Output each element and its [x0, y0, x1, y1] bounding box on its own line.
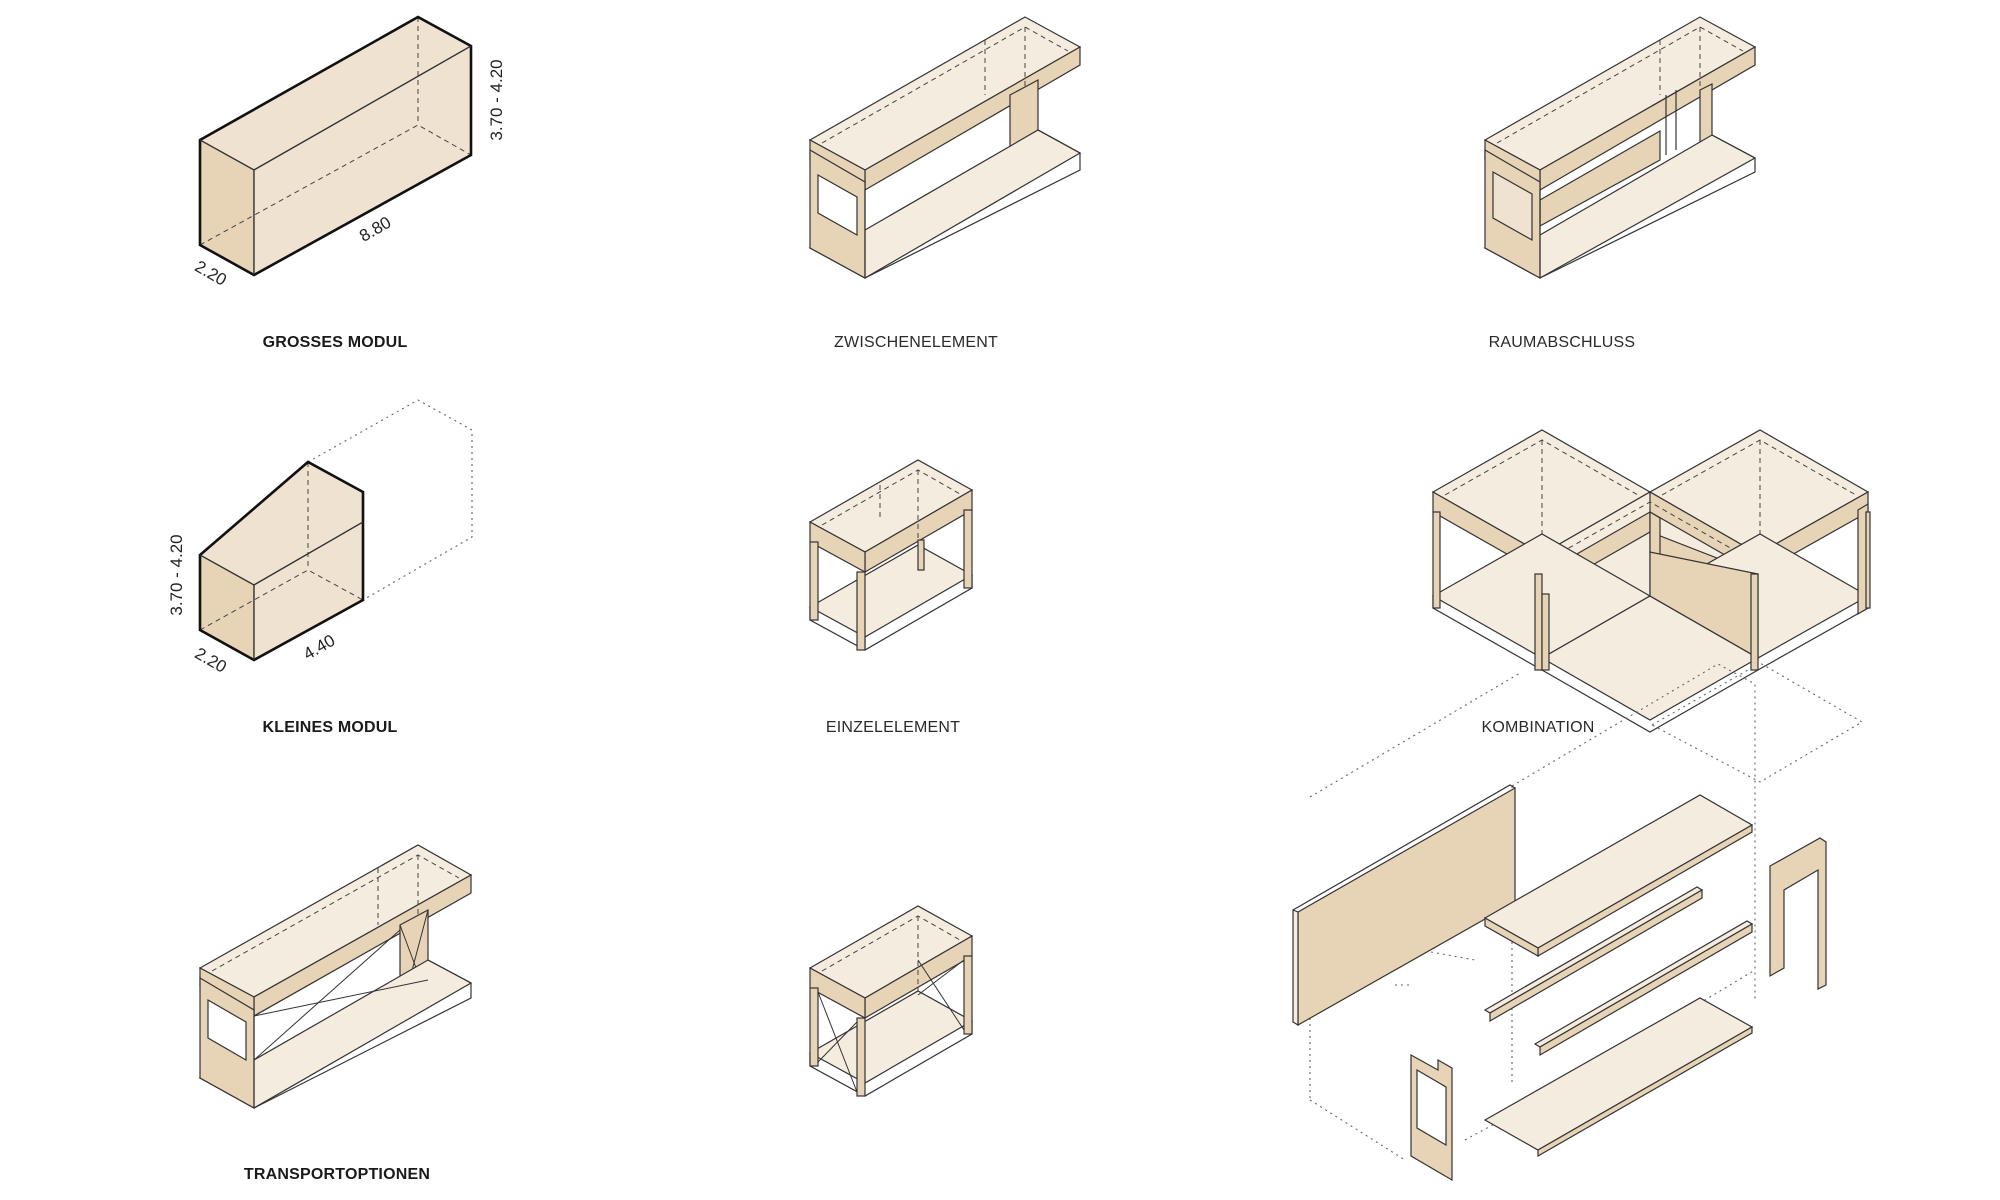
- caption-raumabschluss: RAUMABSCHLUSS: [1488, 334, 1636, 351]
- single-element-transport-drawing: [808, 905, 974, 1097]
- large-depth-dimension: 2.20: [192, 257, 230, 290]
- caption-transportoptionen: TRANSPORTOPTIONEN: [243, 1166, 431, 1183]
- room-closure-drawing: [1483, 16, 1757, 280]
- caption-zwischenelement: ZWISCHENELEMENT: [834, 334, 998, 351]
- large-length-dimension: 8.80: [356, 213, 394, 246]
- intermediate-element-drawing: [808, 16, 1082, 280]
- caption-kleines-modul: KLEINES MODUL: [262, 719, 398, 736]
- caption-grosses-modul: GROSSES MODUL: [262, 334, 408, 351]
- caption-einzelelement: EINZELELEMENT: [825, 719, 961, 736]
- small-length-dimension: 4.40: [300, 631, 338, 664]
- exploded-assembly-drawing: [1292, 663, 1827, 1182]
- large-height-dimension: 3.70 - 4.20: [487, 59, 506, 140]
- single-element-drawing: [808, 459, 974, 651]
- small-height-dimension: 3.70 - 4.20: [167, 534, 186, 615]
- transport-option-drawing: [198, 844, 473, 1110]
- small-module-volume: 3.70 - 4.20 4.40 2.20: [167, 399, 473, 677]
- large-module-volume: 3.70 - 4.20 8.80 2.20: [192, 15, 506, 290]
- caption-kombination: KOMBINATION: [1481, 719, 1595, 736]
- small-depth-dimension: 2.20: [192, 644, 230, 677]
- combination-drawing: [1431, 429, 1871, 783]
